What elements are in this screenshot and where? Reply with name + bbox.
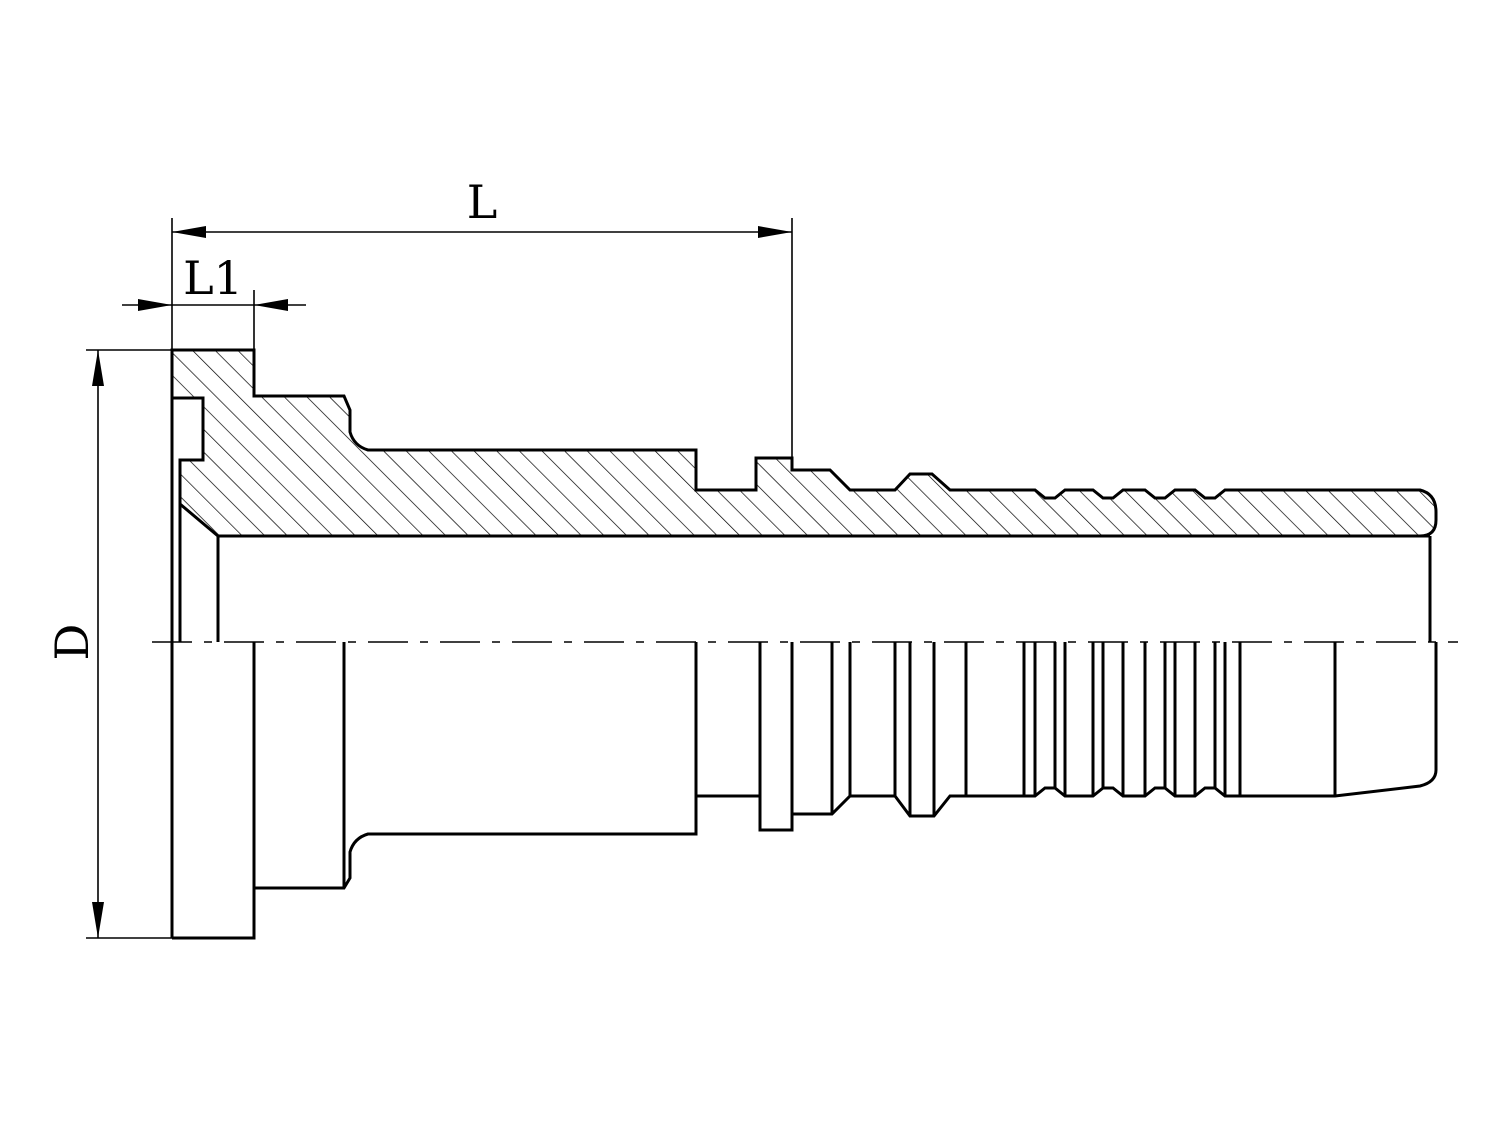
lower-half-feature-lines [252, 642, 1337, 938]
dimension-D-label: D [45, 624, 99, 661]
dimension-D: D [45, 349, 172, 939]
section-upper-half [170, 348, 1438, 538]
dimension-L1: L1 [122, 251, 306, 350]
outline-lower-half [172, 642, 1438, 940]
dimension-L: L [171, 175, 793, 458]
dimension-L-label: L [467, 175, 498, 229]
dimension-L1-label: L1 [183, 251, 243, 305]
